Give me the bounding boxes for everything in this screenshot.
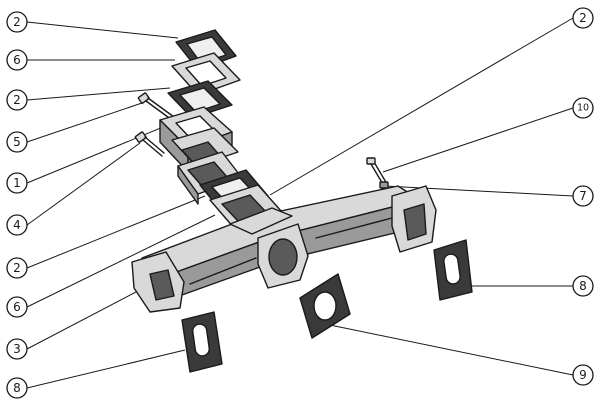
callout-3: 3 bbox=[6, 338, 28, 360]
callout-2-top: 2 bbox=[6, 11, 28, 33]
callout-10: 10 bbox=[572, 97, 594, 119]
callout-2-right-label: 2 bbox=[579, 11, 587, 25]
leader-7 bbox=[384, 185, 574, 197]
callout-5-label: 5 bbox=[13, 135, 21, 149]
callout-4: 4 bbox=[6, 214, 28, 236]
callout-2-low: 2 bbox=[6, 257, 28, 279]
callout-8-right-label: 8 bbox=[579, 279, 587, 293]
callout-8-right: 8 bbox=[572, 275, 594, 297]
center-gasket-part-9 bbox=[299, 273, 351, 339]
callout-1-label: 1 bbox=[13, 176, 21, 190]
leader-5 bbox=[26, 102, 143, 143]
nut-part-7 bbox=[379, 181, 389, 189]
callout-3-label: 3 bbox=[13, 342, 21, 356]
callout-8-left-label: 8 bbox=[13, 381, 21, 395]
callout-2-mid-label: 2 bbox=[13, 93, 21, 107]
leader-2-mid bbox=[26, 87, 171, 101]
callout-2-low-label: 2 bbox=[13, 261, 21, 275]
leader-8-left bbox=[26, 349, 186, 389]
leader-2-right bbox=[269, 17, 574, 196]
leader-4 bbox=[26, 142, 141, 226]
callout-1: 1 bbox=[6, 172, 28, 194]
callout-8-left: 8 bbox=[6, 377, 28, 399]
callout-7-label: 7 bbox=[579, 189, 587, 203]
leader-10 bbox=[382, 107, 574, 173]
callout-6-top-label: 6 bbox=[13, 53, 21, 67]
callout-6-low: 6 bbox=[6, 296, 28, 318]
callout-2-mid: 2 bbox=[6, 89, 28, 111]
callout-10-label: 10 bbox=[577, 103, 589, 114]
callout-2-top-label: 2 bbox=[13, 15, 21, 29]
right-end-gasket-part-8 bbox=[433, 239, 473, 301]
callout-6-top: 6 bbox=[6, 49, 28, 71]
exhaust-manifold-part-3 bbox=[131, 185, 437, 313]
callout-9: 9 bbox=[572, 364, 594, 386]
bolt-part-5 bbox=[137, 92, 175, 121]
mid-gasket-part-2 bbox=[167, 80, 233, 119]
leader-2-low bbox=[26, 195, 206, 269]
callout-6-low-label: 6 bbox=[13, 300, 21, 314]
leader-lines bbox=[26, 17, 574, 389]
leader-2-top bbox=[26, 21, 179, 39]
callout-5: 5 bbox=[6, 131, 28, 153]
callout-9-label: 9 bbox=[579, 368, 587, 382]
bolt-part-4 bbox=[134, 131, 165, 157]
left-end-gasket-part-8 bbox=[181, 311, 223, 373]
leader-9 bbox=[329, 324, 574, 376]
top-plate-part-6 bbox=[171, 52, 241, 96]
leader-6-low bbox=[26, 214, 216, 308]
callout-2-right: 2 bbox=[572, 7, 594, 29]
leader-3 bbox=[26, 281, 156, 350]
stud-part-10 bbox=[366, 157, 388, 187]
callouts: 2 6 2 5 1 4 2 6 bbox=[6, 7, 594, 399]
callout-7: 7 bbox=[572, 185, 594, 207]
callout-4-label: 4 bbox=[13, 218, 21, 232]
